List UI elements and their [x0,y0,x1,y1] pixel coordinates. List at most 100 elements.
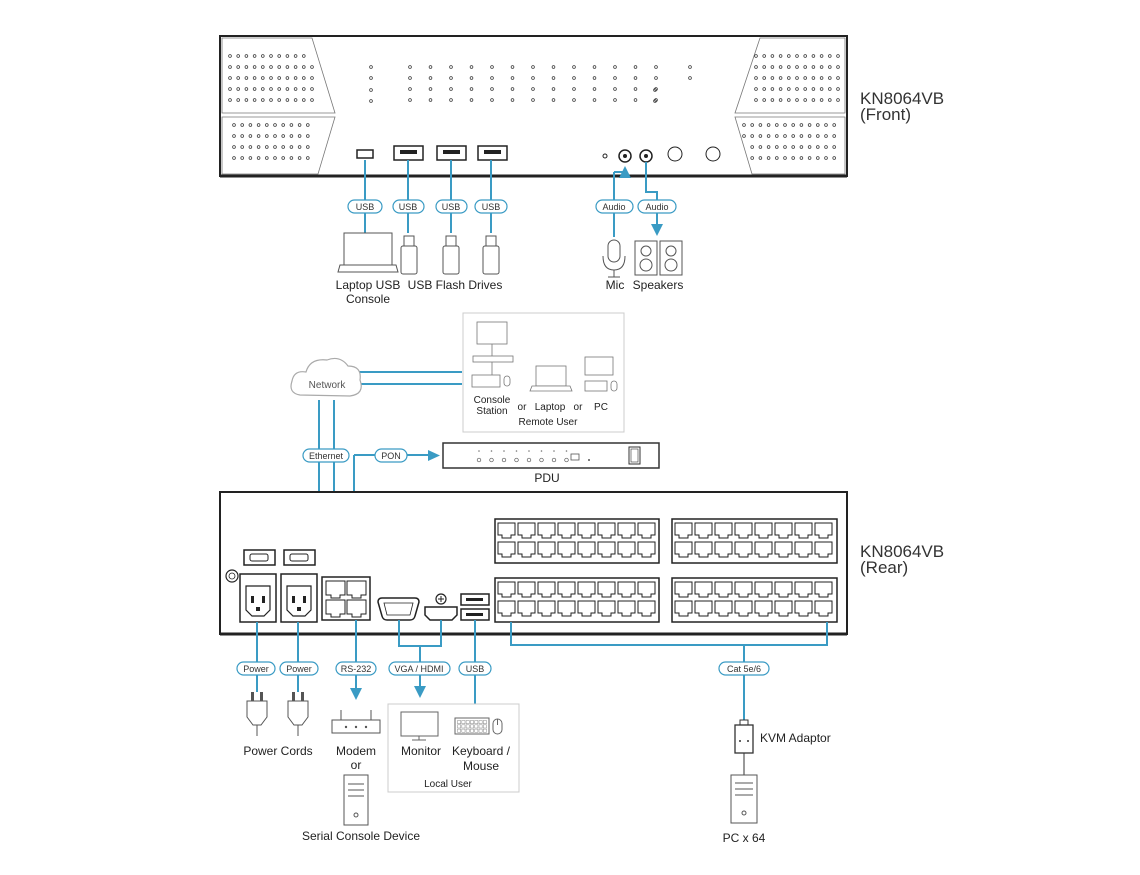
front-model-name: KN8064VB [860,89,944,108]
power-switch-2 [283,549,316,566]
front-audio-pill-mic: Audio [595,199,634,214]
power-pill-2: Power [279,661,319,676]
modem-label: Modem [336,744,376,758]
power-cords-label: Power Cords [243,744,312,758]
svg-text:Ethernet: Ethernet [309,451,344,461]
front-right-lower-vent [734,116,846,175]
kvm-adaptor-label: KVM Adaptor [760,731,831,745]
console-station-label-2: Station [476,406,507,417]
mini-usb-port [356,149,374,159]
network-label: Network [309,380,347,391]
remote-laptop-icon [535,365,567,387]
or-label-3: or [351,758,362,772]
svg-text:VGA / HDMI: VGA / HDMI [394,664,443,674]
keyboard-mouse-label-2: Mouse [463,759,499,773]
pon-arrow-icon [428,450,440,461]
console-keyboard-icon [471,374,501,388]
svg-text:Cat 5e/6: Cat 5e/6 [727,664,761,674]
front-led-2 [705,146,721,162]
front-left-lower-vent [221,116,336,175]
usb-flash-drive-icon-1 [400,235,418,275]
hdmi-port [424,606,458,621]
usb-flash-drives-label: USB Flash Drives [408,278,503,292]
usb-flash-drive-icon-2 [442,235,460,275]
reset-pinhole [602,153,608,159]
svg-text:USB: USB [442,202,461,212]
front-cables [364,160,663,237]
usb-port-3-tongue [484,150,501,154]
mic-jack [618,149,632,163]
monitor-icon [400,711,439,737]
pc-x64-label: PC x 64 [723,831,766,845]
console-station-label-1: Console [474,395,511,406]
power-pill-1: Power [236,661,276,676]
vent-dots [228,54,840,160]
front-right-upper-vent [734,37,846,114]
modem-icon [331,710,381,734]
or-label-2: or [574,402,584,413]
local-user-label: Local User [424,779,472,790]
console-switch-icon [472,355,514,363]
cat-pill: Cat 5e/6 [718,661,770,676]
svg-text:PON: PON [381,451,401,461]
speaker-arrow-icon [651,224,663,236]
vga-hdmi-pill: VGA / HDMI [388,661,451,676]
monitor-label: Monitor [401,744,441,758]
console-monitor-icon [476,321,508,345]
console-mouse-icon [503,375,511,387]
remote-user-box: Console Station or Laptop or PC Remote U… [462,312,625,433]
front-audio-pill-speaker: Audio [637,199,677,214]
speakers-label: Speakers [633,278,684,292]
remote-pc-label: PC [594,402,608,413]
svg-text:RS-232: RS-232 [341,664,372,674]
svg-text:USB: USB [356,202,375,212]
or-label-1: or [518,402,528,413]
rear-view-label: (Rear) [860,558,908,577]
local-user-box: Monitor Keyboard / Mouse Local User [387,703,520,793]
front-usb-pill-3: USB [435,199,468,214]
front-usb-pill-4: USB [474,199,508,214]
usb-port-3 [477,145,508,161]
front-usb-pill-1: USB [347,199,383,214]
front-unit [219,35,848,178]
usb-port-1-tongue [400,150,417,154]
remote-user-label: Remote User [519,417,579,428]
rs232-pill: RS-232 [335,661,377,676]
front-left-upper-vent [221,37,336,114]
rear-usb-pill: USB [458,661,492,676]
svg-text:USB: USB [482,202,501,212]
power-cord-icon-1 [246,692,268,736]
pdu-label: PDU [534,471,559,485]
hdmi-logo-icon [435,593,447,605]
svg-text:USB: USB [399,202,418,212]
mic-label: Mic [606,278,625,292]
serial-console-device-label: Serial Console Device [302,829,420,843]
remote-pc-icon [584,356,614,376]
svg-text:Power: Power [286,664,312,674]
vga-port [377,597,420,621]
power-switch-1 [243,549,276,566]
ethernet-pill: Ethernet [302,448,350,463]
speakers-icon [634,240,683,276]
network-cloud-icon: Network [290,357,362,397]
svg-text:USB: USB [466,664,485,674]
laptop-icon [337,232,399,273]
front-led-1 [667,146,683,162]
pon-pill: PON [374,448,408,463]
svg-text:Power: Power [243,664,269,674]
microphone-icon [602,239,626,278]
keyboard-mouse-label-1: Keyboard / [452,744,511,758]
pdu-device [442,442,660,469]
laptop-usb-console-label-2: Console [346,292,390,306]
rear-unit [219,491,848,636]
usb-flash-drive-icon-3 [482,235,500,275]
rear-model-name: KN8064VB [860,542,944,561]
svg-text:Audio: Audio [602,202,625,212]
laptop-usb-console-label-1: Laptop USB [336,278,401,292]
ground-screw-icon [225,569,239,583]
rs232-arrow-icon [350,688,362,700]
power-cord-icon-2 [287,692,309,736]
keyboard-icon [454,717,490,735]
pc-tower-icon [730,774,758,824]
